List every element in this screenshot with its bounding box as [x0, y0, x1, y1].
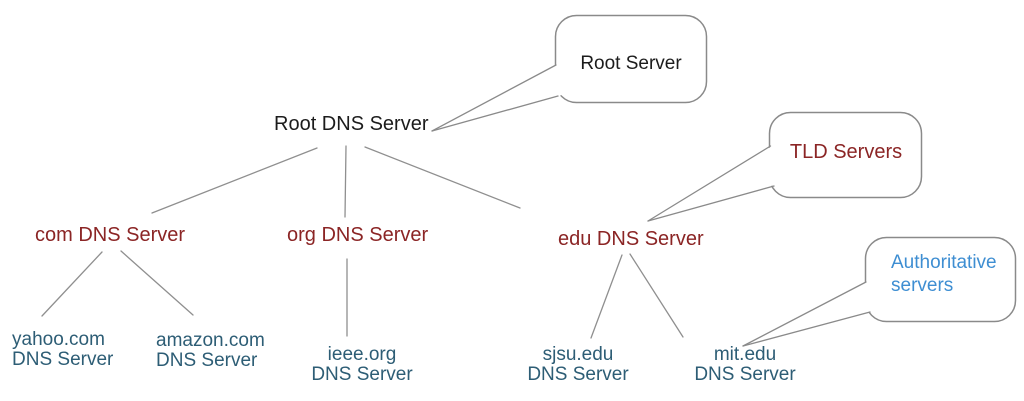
callout-tld-servers-shape	[647, 111, 923, 222]
node-mit-dns-server: mit.edu DNS Server	[685, 345, 805, 385]
callout-authoritative-line1: Authoritative	[891, 252, 997, 273]
node-com-dns-server: com DNS Server	[35, 224, 186, 246]
node-edu-dns-server: edu DNS Server	[558, 228, 704, 250]
node-ieee-line2: DNS Server	[311, 364, 413, 385]
callout-tld-servers-label: TLD Servers	[789, 141, 903, 163]
node-yahoo-line1: yahoo.com	[12, 329, 105, 350]
root-server-tail-edge-bottom	[431, 95, 559, 132]
node-sjsu-dns-server: sjsu.edu DNS Server	[518, 345, 638, 385]
tld-servers-bubble-tail	[648, 145, 778, 221]
edge-edu-mit	[629, 253, 684, 338]
authoritative-tail-edge-bottom	[742, 311, 871, 347]
callout-root-server-label: Root Server	[580, 53, 682, 74]
root-server-bubble	[554, 14, 708, 104]
edge-root-edu	[364, 146, 521, 209]
node-ieee-dns-server: ieee.org DNS Server	[302, 345, 422, 385]
node-yahoo-line2: DNS Server	[12, 349, 114, 370]
edge-root-com	[151, 147, 318, 214]
root-server-tail-edge-top	[431, 64, 557, 132]
tree-edges	[41, 145, 684, 339]
edge-com-amazon	[120, 250, 194, 316]
callout-authoritative-label: Authoritative servers	[891, 251, 997, 297]
tld-servers-tail-edge-top	[647, 145, 772, 222]
node-sjsu-line1: sjsu.edu	[542, 344, 614, 365]
node-org-dns-server: org DNS Server	[287, 224, 429, 246]
node-mit-line1: mit.edu	[713, 344, 777, 365]
callout-root-server-shape	[431, 14, 708, 132]
node-sjsu-line2: DNS Server	[527, 364, 629, 385]
node-root-dns-server: Root DNS Server	[274, 113, 429, 135]
callout-authoritative-line2: servers	[891, 275, 954, 296]
edge-com-yahoo	[41, 251, 103, 317]
tld-servers-tail-edge-bottom	[647, 185, 775, 222]
node-amazon-line2: DNS Server	[156, 350, 258, 371]
node-ieee-line1: ieee.org	[327, 344, 397, 365]
node-amazon-line1: amazon.com	[156, 330, 265, 351]
node-mit-line2: DNS Server	[694, 364, 796, 385]
edge-root-org	[344, 145, 347, 218]
callout-authoritative-shape	[742, 236, 1017, 347]
node-amazon-dns-server: amazon.com DNS Server	[156, 331, 265, 371]
authoritative-tail-edge-top	[742, 281, 867, 347]
edge-edu-sjsu	[590, 254, 623, 339]
authoritative-bubble	[864, 236, 1017, 323]
node-yahoo-dns-server: yahoo.com DNS Server	[12, 330, 113, 370]
